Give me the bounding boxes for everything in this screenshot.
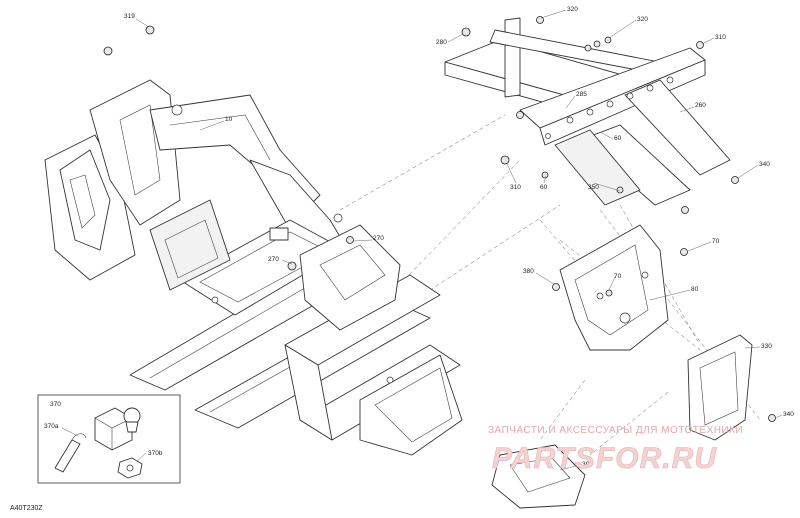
callout-310-a: 310	[715, 34, 726, 41]
bracket-80	[559, 224, 669, 351]
fasteners	[103, 16, 776, 422]
callout-330: 330	[761, 343, 772, 350]
callout-319: 319	[124, 13, 135, 20]
callout-320-a: 320	[567, 6, 578, 13]
callout-80: 80	[691, 286, 699, 293]
callout-340-a: 340	[759, 161, 770, 168]
callout-370b: 370b	[148, 450, 163, 457]
watermark-logo: PARTSFOR.RU	[492, 442, 717, 475]
callout-285: 285	[576, 91, 587, 98]
callout-labels: 319 10 270 270 320 320 280 310 285 260 6…	[124, 6, 794, 468]
watermark-caption: ЗАПЧАСТИ И АКСЕССУАРЫ ДЛЯ МОТОТЕХНИКИ	[488, 425, 743, 436]
callout-340-b: 340	[783, 411, 794, 418]
drawing-code: A40T230Z	[10, 505, 43, 512]
callout-leaders	[135, 9, 783, 471]
callout-380: 380	[523, 268, 534, 275]
subframe-holes	[545, 76, 674, 139]
main-frame	[44, 79, 463, 456]
callout-310-b: 310	[510, 184, 521, 191]
callout-60-b: 60	[540, 184, 548, 191]
watermark: ЗАПЧАСТИ И АКСЕССУАРЫ ДЛЯ МОТОТЕХНИКИ PA…	[488, 425, 743, 475]
callout-270-a: 270	[373, 235, 384, 242]
callout-280: 280	[436, 39, 447, 46]
callout-320-b: 320	[637, 16, 648, 23]
callout-10: 10	[225, 116, 233, 123]
callout-370: 370	[50, 401, 61, 408]
callout-70-b: 70	[614, 273, 622, 280]
callout-370a: 370a	[44, 423, 59, 430]
callout-270-b: 270	[268, 256, 279, 263]
rear-subframe	[444, 17, 731, 206]
callout-390: 390	[582, 461, 593, 468]
callout-60-a: 60	[614, 135, 622, 142]
plate-330	[687, 334, 753, 441]
callout-260: 260	[695, 102, 706, 109]
inset-hitch-kit: 370 370a 370b	[37, 394, 181, 484]
callout-70-a: 70	[712, 238, 720, 245]
callout-350: 350	[588, 184, 599, 191]
bracket-390	[491, 444, 586, 509]
